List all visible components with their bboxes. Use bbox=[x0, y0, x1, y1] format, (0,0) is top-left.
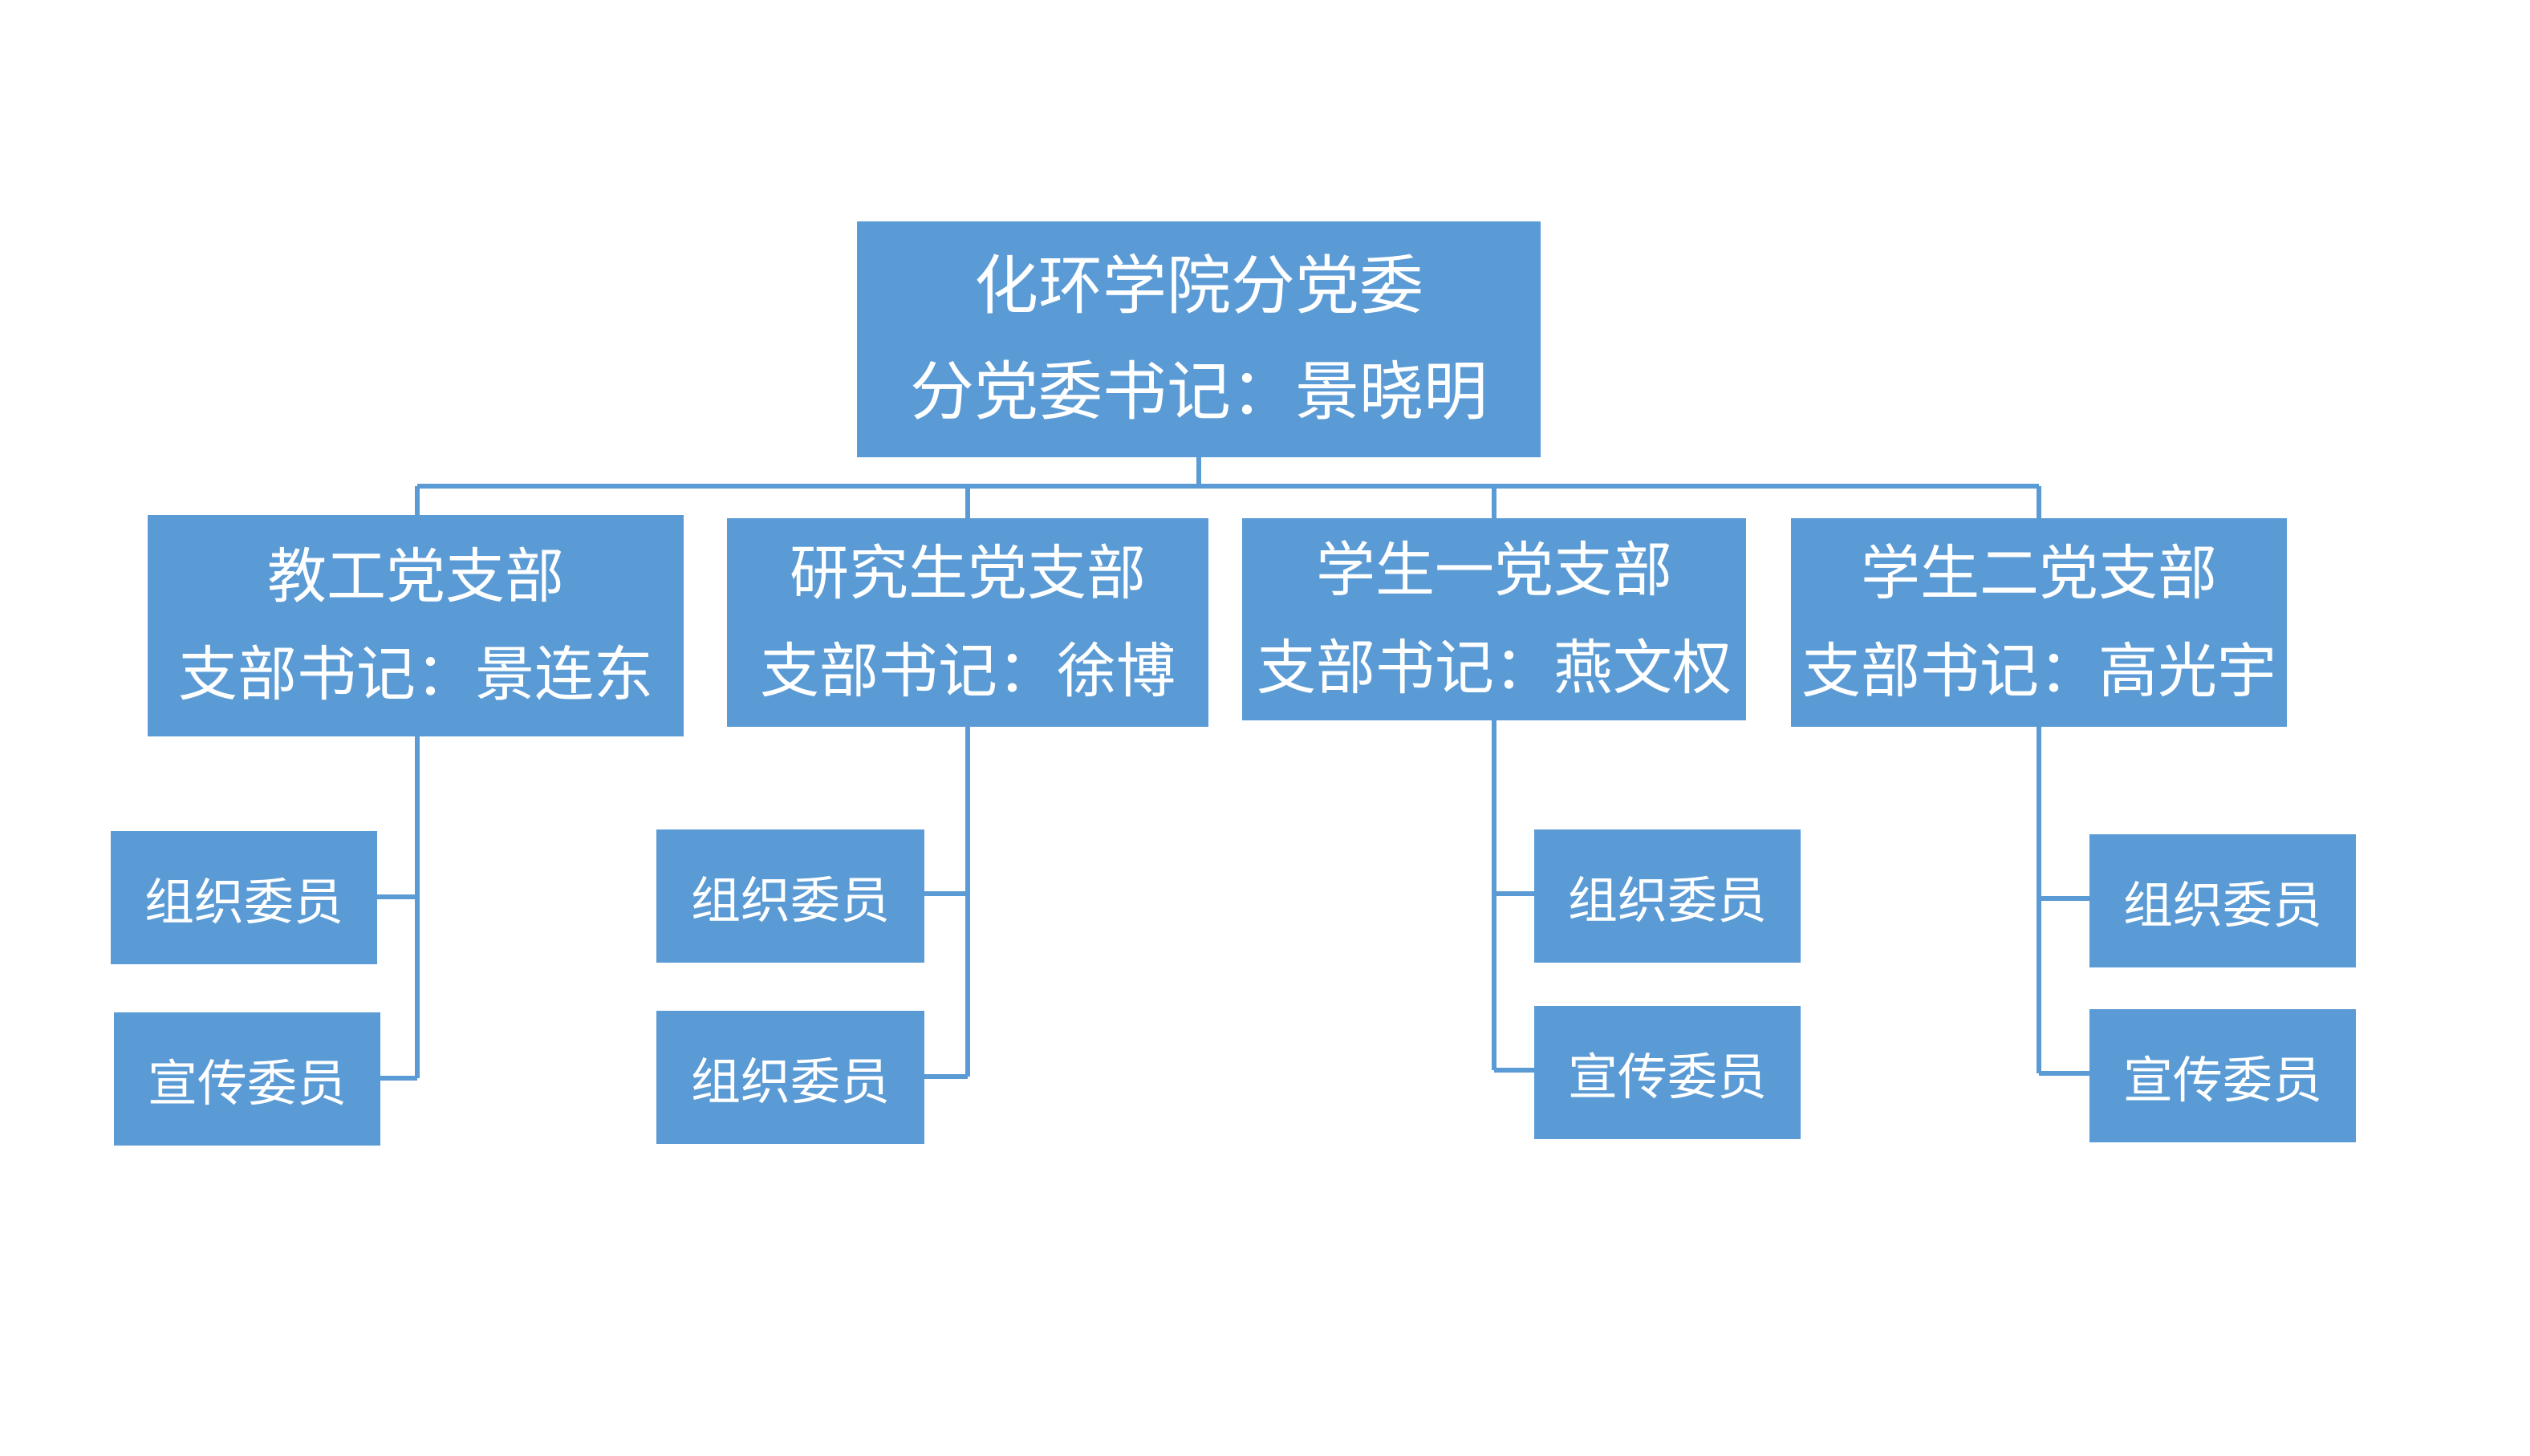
branch-name: 学生一党支部 bbox=[1316, 536, 1672, 605]
member-label: 组织委员 bbox=[690, 871, 890, 930]
root-node: 化环学院分党委 分党委书记：景晓明 bbox=[857, 221, 1541, 457]
branch-name: 研究生党支部 bbox=[790, 539, 1146, 608]
member-node: 组织委员 bbox=[111, 831, 377, 964]
member-label: 组织委员 bbox=[144, 873, 343, 931]
branch-secretary: 支部书记：燕文权 bbox=[1257, 634, 1732, 703]
branch-name: 教工党支部 bbox=[267, 542, 564, 611]
branch-node-2: 研究生党支部 支部书记：徐博 bbox=[727, 518, 1208, 727]
member-node: 组织委员 bbox=[1534, 829, 1801, 963]
member-node: 组织委员 bbox=[656, 1011, 924, 1144]
branch-node-3: 学生一党支部 支部书记：燕文权 bbox=[1242, 518, 1746, 720]
branch-secretary: 支部书记：景连东 bbox=[178, 640, 653, 709]
member-label: 组织委员 bbox=[690, 1052, 890, 1111]
member-label: 组织委员 bbox=[2122, 876, 2322, 935]
member-node: 组织委员 bbox=[2089, 834, 2356, 967]
root-secretary: 分党委书记：景晓明 bbox=[910, 355, 1488, 429]
branch-name: 学生二党支部 bbox=[1861, 539, 2217, 608]
member-label: 宣传委员 bbox=[147, 1054, 347, 1113]
member-node: 宣传委员 bbox=[114, 1012, 380, 1146]
member-label: 宣传委员 bbox=[1567, 1048, 1767, 1106]
branch-node-4: 学生二党支部 支部书记：高光宇 bbox=[1791, 518, 2287, 727]
member-node: 宣传委员 bbox=[2089, 1009, 2356, 1142]
branch-node-1: 教工党支部 支部书记：景连东 bbox=[148, 515, 684, 736]
root-title: 化环学院分党委 bbox=[974, 249, 1423, 323]
branch-secretary: 支部书记：高光宇 bbox=[1801, 637, 2276, 706]
member-label: 宣传委员 bbox=[2122, 1051, 2322, 1109]
member-node: 组织委员 bbox=[656, 829, 924, 963]
member-label: 组织委员 bbox=[1567, 871, 1767, 930]
branch-secretary: 支部书记：徐博 bbox=[760, 637, 1176, 706]
member-node: 宣传委员 bbox=[1534, 1006, 1801, 1139]
